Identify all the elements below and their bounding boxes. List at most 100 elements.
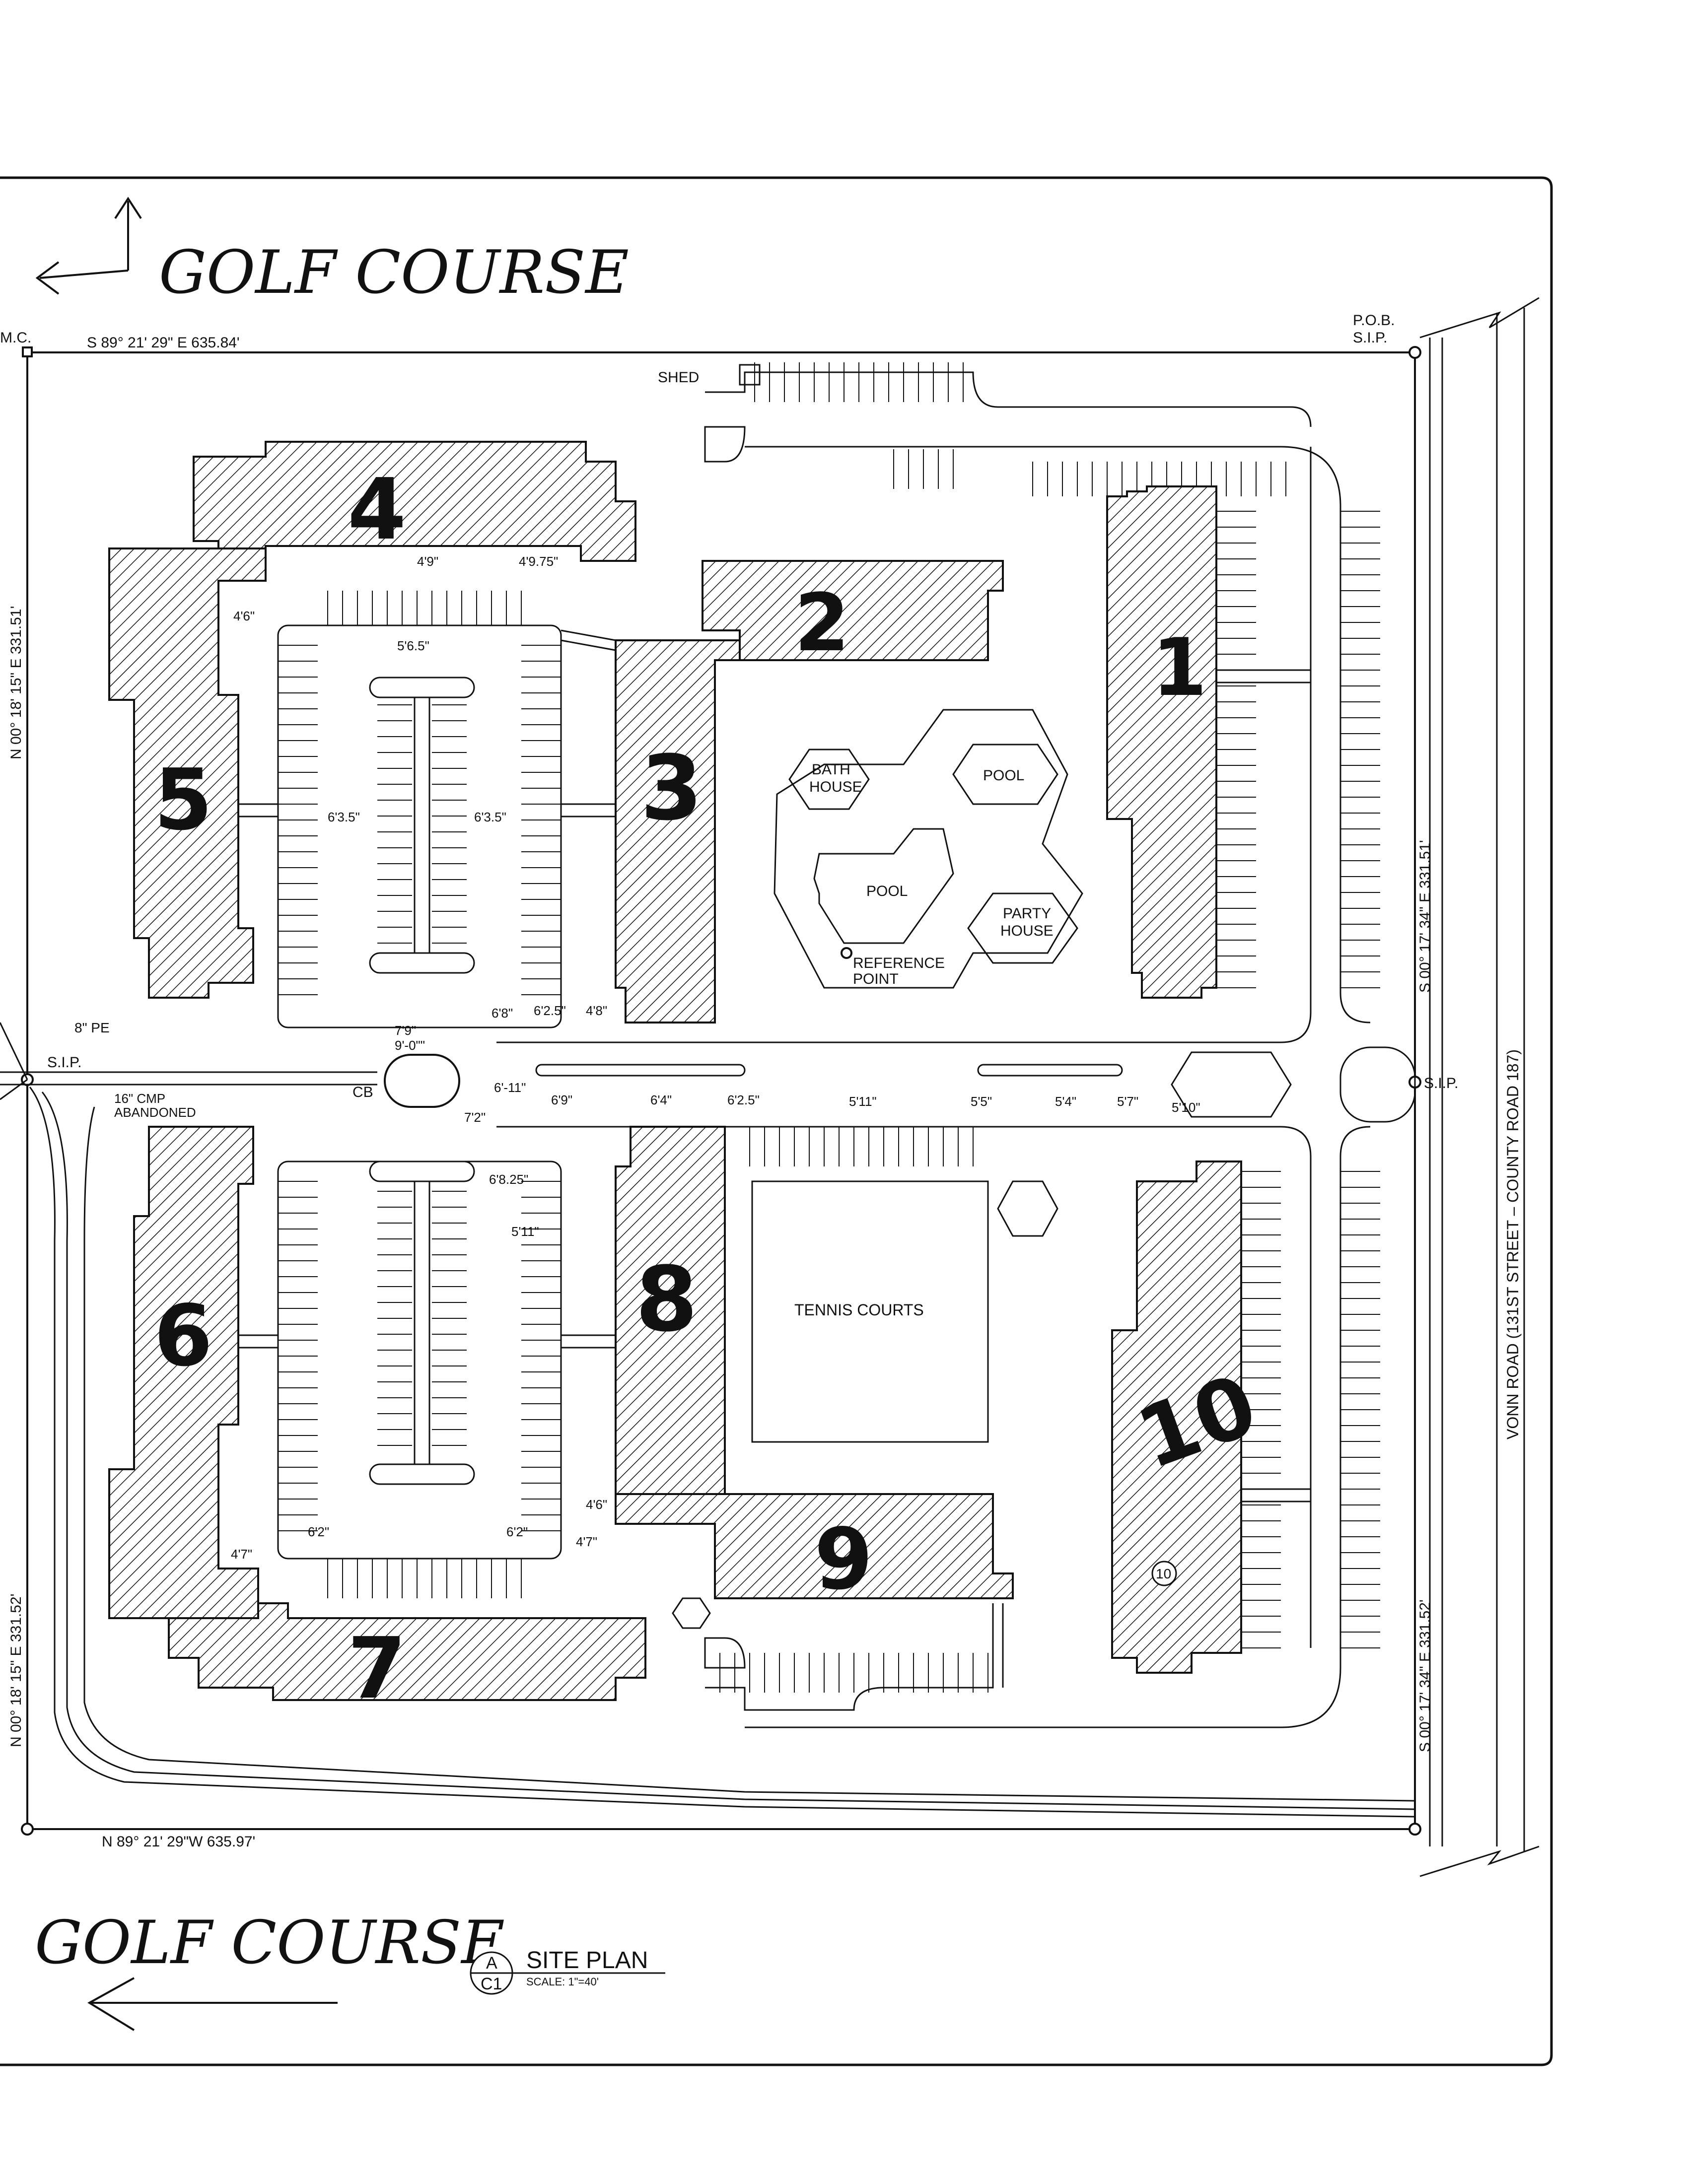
building-label-2: 2 bbox=[794, 576, 849, 669]
height-625-b: 6'2.5" bbox=[727, 1092, 760, 1107]
height-4-7-left: 4'7" bbox=[231, 1547, 252, 1562]
building-10 bbox=[1111, 1160, 1242, 1674]
drive-lanes bbox=[496, 446, 1416, 1728]
title-sheet-number: C1 bbox=[481, 1975, 502, 1993]
title-scale: SCALE: 1"=40' bbox=[526, 1976, 599, 1988]
height-4-6-bot: 4'6" bbox=[586, 1497, 607, 1512]
golf-course-arrow-top bbox=[35, 197, 142, 295]
walkways bbox=[238, 629, 1311, 1502]
building-10-circle bbox=[1151, 1561, 1177, 1586]
parking-stalls bbox=[278, 362, 1380, 1693]
east-bearing-top: S 00° 17' 34" E 331.51' bbox=[1417, 840, 1433, 993]
reference-point-label-2: POINT bbox=[853, 971, 899, 987]
pool-label-small: POOL bbox=[983, 767, 1024, 784]
title-detail-letter: A bbox=[486, 1954, 497, 1973]
height-62-left: 6'2" bbox=[308, 1524, 329, 1539]
building-3 bbox=[615, 639, 741, 1024]
south-bearing: N 89° 21' 29"W 635.97' bbox=[102, 1834, 255, 1850]
height-90: 9'-0"" bbox=[395, 1038, 425, 1053]
height-4-975: 4'9.75" bbox=[519, 554, 558, 569]
building-2 bbox=[702, 560, 1004, 661]
bath-house-label-2: HOUSE bbox=[809, 779, 862, 795]
height-64: 6'4" bbox=[650, 1092, 672, 1107]
height-54: 5'4" bbox=[1055, 1094, 1076, 1109]
title-site-plan: SITE PLAN bbox=[526, 1947, 648, 1974]
height-6825: 6'8.25" bbox=[489, 1172, 528, 1187]
building-label-7: 7 bbox=[348, 1620, 406, 1718]
west-bearing-bottom: N 00° 18' 15" E 331.52' bbox=[8, 1594, 24, 1747]
upper-parking bbox=[704, 364, 1312, 463]
buildings bbox=[108, 441, 1242, 1701]
pipe-cmp-label: 16" CMP bbox=[114, 1091, 165, 1106]
catch-basin bbox=[384, 1054, 460, 1108]
party-house-label-2: HOUSE bbox=[1000, 923, 1054, 939]
height-511: 5'11" bbox=[849, 1094, 877, 1109]
pool-label-main: POOL bbox=[866, 883, 908, 899]
storm-line bbox=[0, 1022, 377, 1100]
sip-e-label: S.I.P. bbox=[1424, 1075, 1459, 1092]
drainage-ditch bbox=[29, 1087, 1415, 1818]
building-10-circle-label: 10 bbox=[1156, 1566, 1171, 1581]
reference-point-marker bbox=[841, 947, 852, 959]
height-4-6-top: 4'6" bbox=[233, 609, 255, 623]
building-9 bbox=[615, 1493, 1014, 1599]
height-510: 5'10" bbox=[1172, 1100, 1200, 1115]
tennis-courts bbox=[751, 1180, 989, 1443]
sheet-border bbox=[0, 176, 1553, 2066]
building-label-4: 4 bbox=[348, 461, 406, 559]
east-bearing-bottom: S 00° 17' 34" E 331.52' bbox=[1417, 1599, 1433, 1752]
pipe-abandoned-label: ABANDONED bbox=[114, 1105, 196, 1120]
height-635-right: 6'3.5" bbox=[474, 810, 506, 824]
golf-course-arrow-bottom bbox=[87, 1977, 338, 2031]
west-bearing-top: N 00° 18' 15" E 331.51' bbox=[8, 606, 24, 759]
bath-house bbox=[788, 749, 870, 810]
height-4-7-right: 4'7" bbox=[576, 1534, 597, 1549]
building-4 bbox=[193, 441, 636, 562]
lower-parking bbox=[704, 1603, 1004, 1711]
height-4-9: 4'9" bbox=[417, 554, 438, 569]
building-label-5: 5 bbox=[154, 751, 212, 849]
shed-label: SHED bbox=[658, 369, 699, 386]
reference-point-label-1: REFERENCE bbox=[853, 955, 945, 971]
pool-main bbox=[813, 828, 954, 944]
party-house-label-1: PARTY bbox=[1003, 905, 1051, 922]
golf-course-label-bottom: GOLF COURSE bbox=[35, 1909, 505, 1978]
catch-basin-label: CB bbox=[352, 1084, 373, 1100]
pipe-pe-label: 8" PE bbox=[74, 1020, 110, 1035]
height-79: 7'9" bbox=[395, 1023, 416, 1038]
pool-area bbox=[774, 709, 1083, 989]
height-511b: 5'11" bbox=[511, 1224, 539, 1239]
height-annotations: 4'9" 4'9.75" 4'6" 5'6.5" 6'3.5" 6'3.5" 6… bbox=[231, 554, 1200, 1562]
gazebo-east bbox=[997, 1180, 1058, 1237]
party-house bbox=[967, 892, 1078, 964]
tennis-courts-label: TENNIS COURTS bbox=[794, 1301, 924, 1319]
parking-south bbox=[277, 1160, 562, 1560]
sip-w-label: S.I.P. bbox=[47, 1054, 82, 1071]
height-69: 6'9" bbox=[551, 1092, 572, 1107]
building-6 bbox=[108, 1126, 259, 1619]
corner-nw-label: M.C. bbox=[0, 330, 31, 346]
pool-small bbox=[952, 744, 1058, 805]
height-625-a: 6'2.5" bbox=[534, 1003, 566, 1018]
height-57: 5'7" bbox=[1117, 1094, 1138, 1109]
north-bearing: S 89° 21' 29" E 635.84' bbox=[87, 335, 240, 351]
building-5 bbox=[108, 547, 267, 999]
building-1 bbox=[1106, 485, 1217, 999]
height-62-right: 6'2" bbox=[506, 1524, 528, 1539]
height-611: 6'-11" bbox=[494, 1080, 526, 1095]
height-4-8: 4'8" bbox=[586, 1003, 607, 1018]
vonn-road-label: VONN ROAD (131ST STREET – COUNTY ROAD 18… bbox=[1504, 1049, 1522, 1439]
height-5-65: 5'6.5" bbox=[397, 638, 429, 653]
height-635-left: 6'3.5" bbox=[328, 810, 360, 824]
title-block: A C1 SITE PLAN SCALE: 1"=40' bbox=[470, 1947, 665, 1995]
bath-house-label-1: BATH bbox=[812, 761, 850, 778]
sip-ne-label: S.I.P. bbox=[1353, 330, 1388, 346]
golf-course-label-top: GOLF COURSE bbox=[159, 238, 629, 307]
building-label-1: 1 bbox=[1152, 621, 1207, 714]
gazebo-south bbox=[672, 1597, 711, 1629]
building-label-3: 3 bbox=[640, 737, 703, 840]
vonn-road bbox=[1419, 297, 1540, 1877]
height-72: 7'2" bbox=[464, 1110, 486, 1125]
pool-deck bbox=[774, 709, 1083, 989]
